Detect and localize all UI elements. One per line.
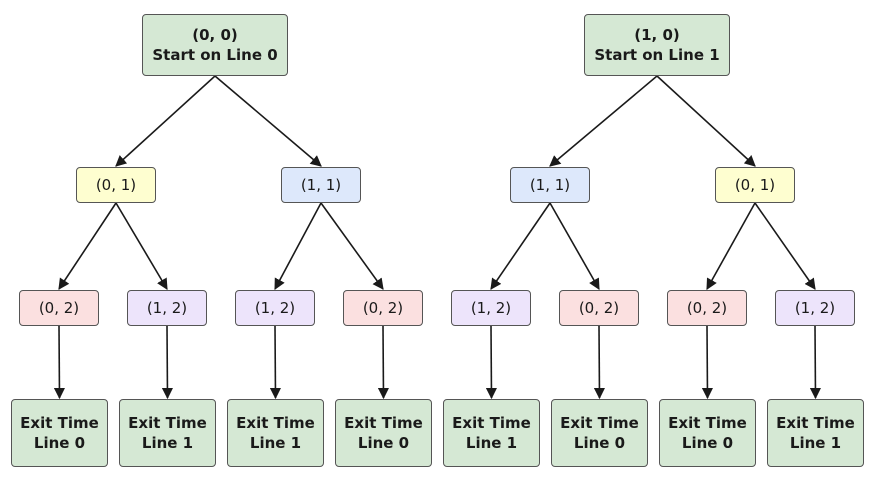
station-node: (1, 1) (281, 167, 361, 203)
edge-arrow (490, 202, 551, 290)
edge-arrow (115, 202, 168, 290)
station-label: (0, 2) (686, 299, 728, 317)
station-label: (0, 2) (362, 299, 404, 317)
edge-arrow (274, 202, 322, 290)
exit-line: Line 1 (141, 434, 194, 452)
station-label: (1, 2) (794, 299, 836, 317)
station-node: (1, 2) (451, 290, 531, 326)
exit-line: Line 0 (33, 434, 86, 452)
exit-title: Exit Time (668, 414, 747, 432)
exit-title: Exit Time (20, 414, 99, 432)
edge-arrow (115, 75, 216, 167)
exit-title: Exit Time (128, 414, 207, 432)
root-node-line-1: (1, 0) Start on Line 1 (584, 14, 730, 76)
root-node-coord: (0, 0) (192, 26, 238, 44)
exit-title: Exit Time (452, 414, 531, 432)
edge-arrow (320, 202, 384, 290)
edge-arrow (58, 202, 117, 290)
exit-line: Line 1 (465, 434, 518, 452)
exit-title: Exit Time (560, 414, 639, 432)
station-node: (0, 1) (715, 167, 795, 203)
station-label: (1, 2) (470, 299, 512, 317)
station-label: (0, 1) (95, 176, 137, 194)
edge-arrow (53, 325, 66, 400)
root-node-caption: Start on Line 0 (152, 46, 278, 64)
exit-line: Line 1 (789, 434, 842, 452)
station-node: (0, 2) (343, 290, 423, 326)
exit-line: Line 1 (249, 434, 302, 452)
edge-arrow (656, 75, 756, 167)
station-node: (0, 1) (76, 167, 156, 203)
station-label: (1, 2) (146, 299, 188, 317)
station-node: (1, 2) (127, 290, 207, 326)
station-label: (1, 1) (529, 176, 571, 194)
exit-line: Line 0 (357, 434, 410, 452)
root-node-coord: (1, 0) (634, 26, 680, 44)
exit-line: Line 0 (573, 434, 626, 452)
station-node: (1, 2) (235, 290, 315, 326)
station-label: (1, 2) (254, 299, 296, 317)
station-node: (1, 1) (510, 167, 590, 203)
edge-arrow (754, 202, 816, 290)
station-label: (0, 2) (578, 299, 620, 317)
edge-arrow (593, 325, 606, 400)
root-node-line-0: (0, 0) Start on Line 0 (142, 14, 288, 76)
exit-title: Exit Time (776, 414, 855, 432)
edge-arrow (549, 75, 658, 167)
station-label: (0, 1) (734, 176, 776, 194)
edge-arrow (269, 325, 282, 400)
edge-arrow (701, 325, 714, 400)
exit-title: Exit Time (236, 414, 315, 432)
station-node: (1, 2) (775, 290, 855, 326)
station-node: (0, 2) (19, 290, 99, 326)
root-node-caption: Start on Line 1 (594, 46, 720, 64)
edge-arrow (485, 325, 498, 400)
edge-arrow (809, 325, 822, 400)
station-node: (0, 2) (667, 290, 747, 326)
edge-arrow (214, 75, 322, 167)
exit-title: Exit Time (344, 414, 423, 432)
edge-arrow (161, 325, 174, 400)
exit-line: Line 0 (681, 434, 734, 452)
edge-arrow (549, 202, 600, 290)
edge-arrow (377, 325, 390, 400)
station-node: (0, 2) (559, 290, 639, 326)
station-label: (0, 2) (38, 299, 80, 317)
edge-arrow (706, 202, 756, 290)
station-label: (1, 1) (300, 176, 342, 194)
